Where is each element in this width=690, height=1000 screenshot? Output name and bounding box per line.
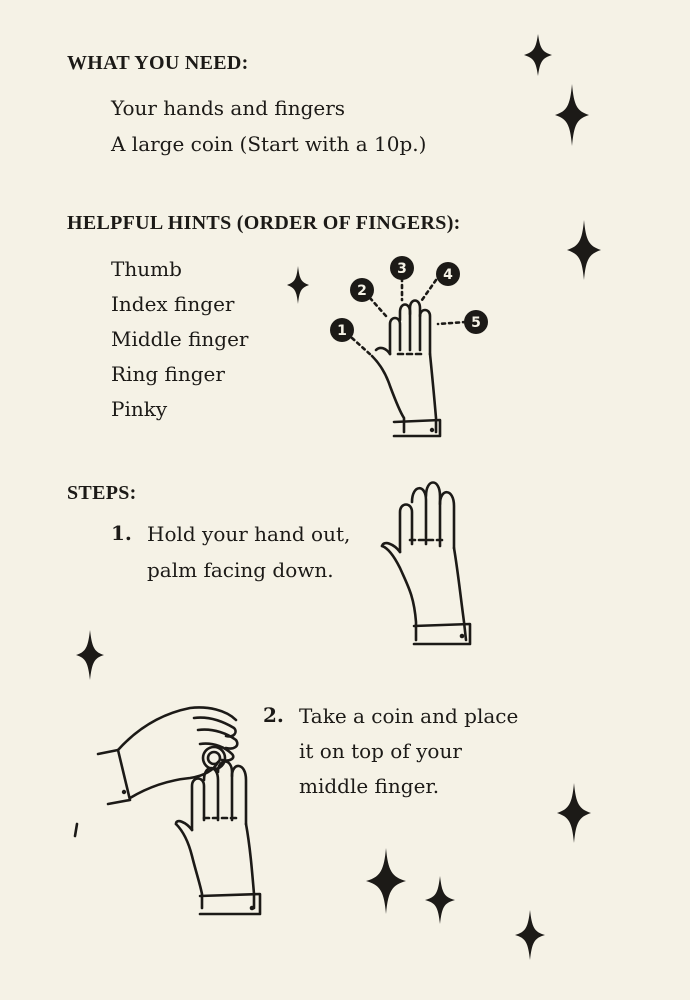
what-you-need-heading: WHAT YOU NEED:: [67, 52, 249, 74]
step-2-number: 2.: [263, 703, 284, 727]
step-2-line-2: it on top of your: [299, 739, 462, 763]
step-1-hand-illustration: [380, 481, 472, 646]
helpful-hints-heading: HELPFUL HINTS (ORDER OF FINGERS):: [67, 212, 461, 234]
step-1-number: 1.: [111, 521, 132, 545]
finger-number-3: 3: [397, 261, 407, 277]
four-point-star-icon: [557, 783, 591, 843]
need-item-hands: Your hands and fingers: [111, 96, 346, 120]
four-point-star-icon: [287, 266, 309, 304]
finger-middle: Middle finger: [111, 327, 249, 351]
four-point-star-icon: [567, 220, 601, 280]
finger-index: Index finger: [111, 292, 235, 316]
step-2-line-3: middle finger.: [299, 774, 440, 798]
step-2-line-1: Take a coin and place: [299, 704, 519, 728]
four-point-star-icon: [425, 876, 455, 924]
four-point-star-icon: [524, 34, 552, 76]
finger-pinky: Pinky: [111, 397, 168, 421]
step-1-line-1: Hold your hand out,: [147, 522, 351, 546]
finger-ring: Ring finger: [111, 362, 225, 386]
finger-number-2: 2: [357, 283, 367, 299]
four-point-star-icon: [366, 848, 406, 914]
finger-number-4: 4: [443, 267, 453, 283]
finger-thumb: Thumb: [111, 257, 182, 281]
coin-icon: [201, 745, 227, 771]
finger-number-5: 5: [471, 315, 481, 331]
step-1-line-2: palm facing down.: [147, 558, 334, 582]
finger-number-badges: 1 2 3 4 5: [330, 256, 488, 342]
ink-mark: [73, 822, 79, 838]
finger-number-1: 1: [337, 323, 347, 339]
steps-heading: STEPS:: [67, 482, 137, 504]
finger-order-diagram: 1 2 3 4 5: [330, 256, 488, 438]
hand-outline-icon: [370, 299, 442, 438]
four-point-star-icon: [76, 630, 104, 680]
four-point-star-icon: [515, 910, 545, 960]
four-point-star-icon: [555, 84, 589, 146]
need-item-coin: A large coin (Start with a 10p.): [111, 132, 427, 156]
step-2-hands-coin-illustration: [96, 706, 262, 916]
